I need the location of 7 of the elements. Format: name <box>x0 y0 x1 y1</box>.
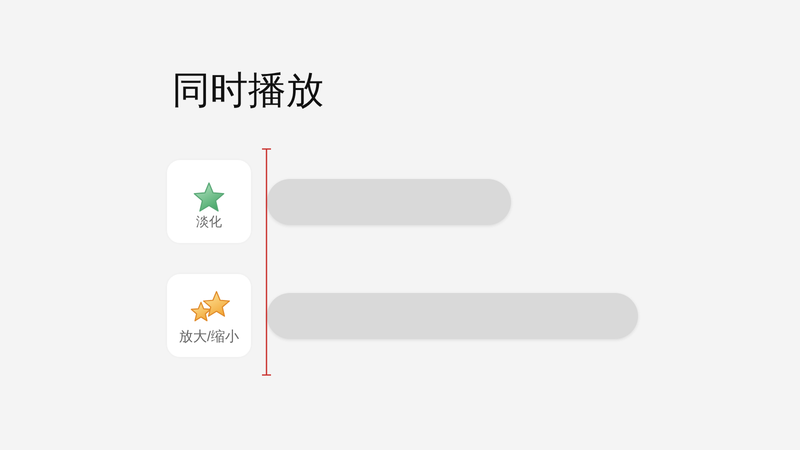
effect-label: 放大/缩小 <box>179 327 239 345</box>
effect-card <box>167 160 251 243</box>
effect-label: 淡化 <box>196 213 222 230</box>
timeline-bar <box>267 179 511 225</box>
title: 同时播放 <box>172 69 324 114</box>
effect-card <box>167 274 251 357</box>
timeline-bar <box>267 293 638 339</box>
